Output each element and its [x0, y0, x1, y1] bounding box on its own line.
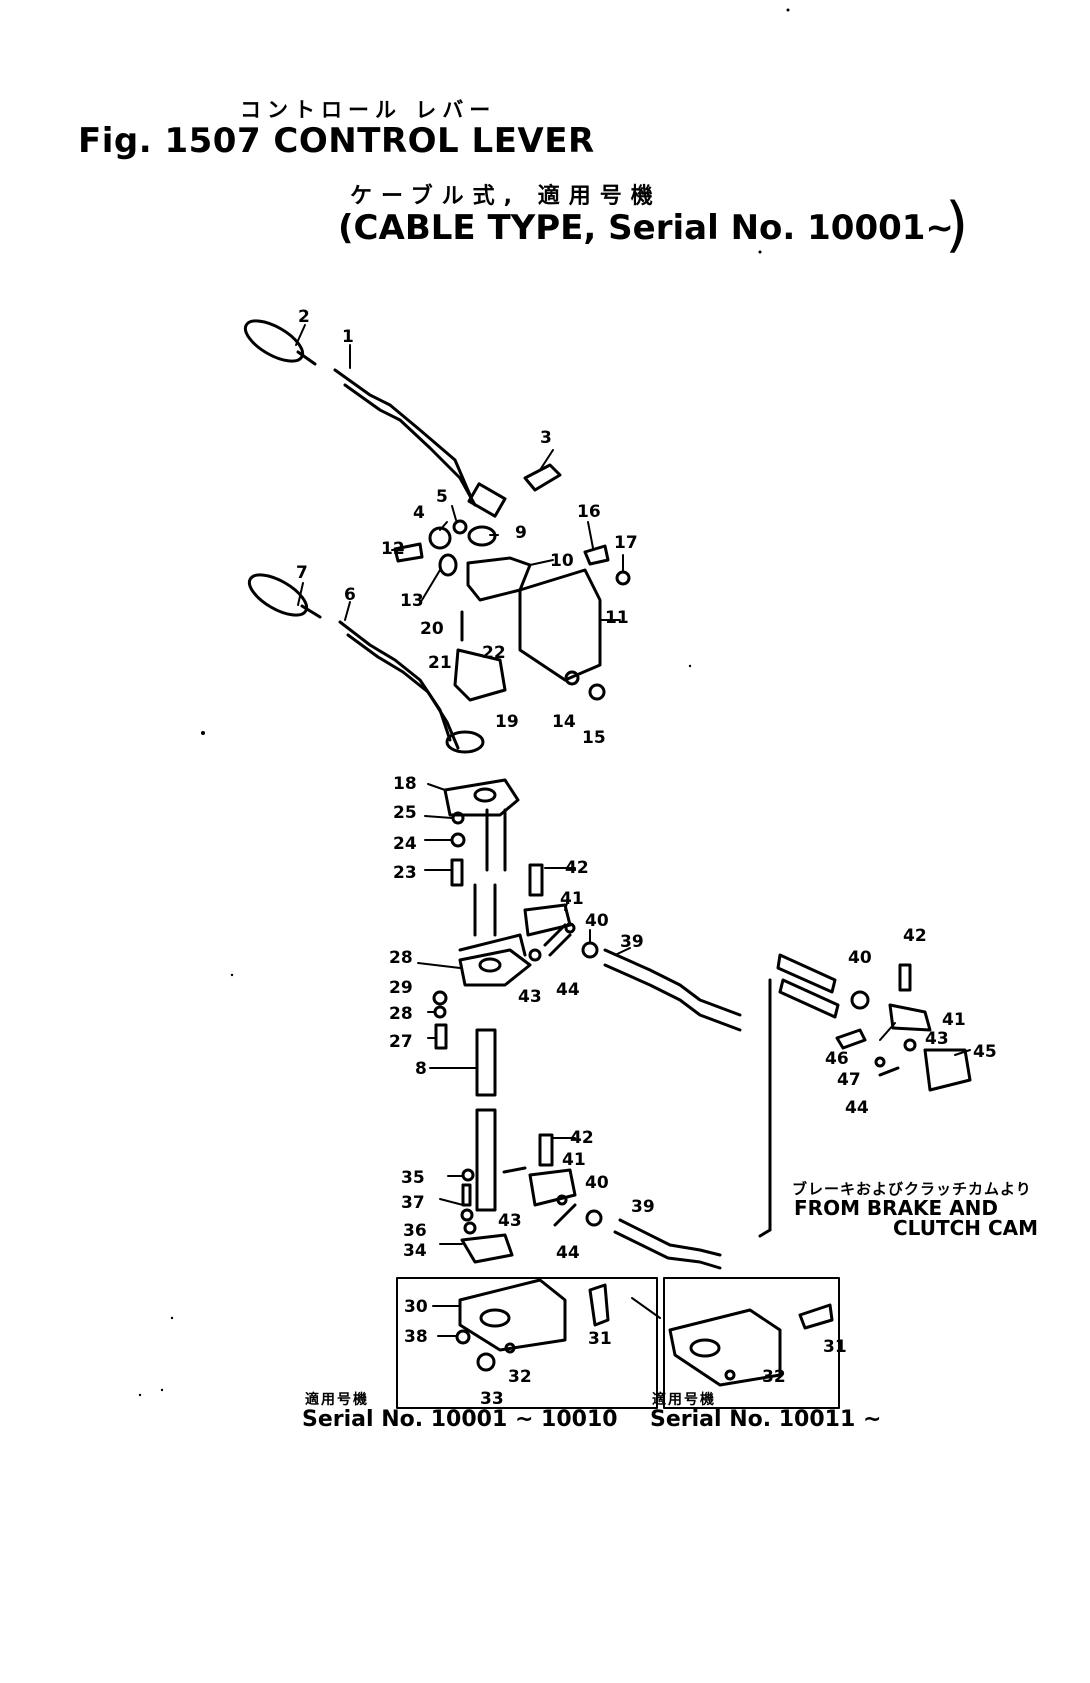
callout-35: 35	[401, 1168, 425, 1188]
callout-11: 11	[605, 608, 629, 628]
callout-12: 12	[381, 539, 405, 559]
callout-43-upper: 43	[518, 987, 542, 1007]
callout-24: 24	[393, 834, 417, 854]
callout-42-right: 42	[903, 926, 927, 946]
callout-42-lower: 42	[570, 1128, 594, 1148]
callout-29: 29	[389, 978, 413, 998]
callout-46: 46	[825, 1049, 849, 1069]
callout-44-right: 44	[845, 1098, 869, 1118]
callout-31: 31	[588, 1329, 612, 1349]
callout-44-lower: 44	[556, 1243, 580, 1263]
callout-41-lower: 41	[562, 1150, 586, 1170]
scan-specks	[138, 8, 790, 1397]
callout-14: 14	[552, 712, 576, 732]
callout-9: 9	[515, 523, 527, 543]
callout-numbers: 2 1 3 5 4 9 12 13 16 17 10 11 7 6 20 21 …	[296, 307, 997, 1409]
callout-20: 20	[420, 619, 444, 639]
callout-34: 34	[403, 1241, 427, 1261]
callout-6: 6	[344, 585, 356, 605]
callout-15: 15	[582, 728, 606, 748]
japanese-title: コントロール レバー	[240, 98, 497, 122]
callout-40-right: 40	[848, 948, 872, 968]
callout-28: 28	[389, 948, 413, 968]
callout-19: 19	[495, 712, 519, 732]
callout-30: 30	[404, 1297, 428, 1317]
callout-8: 8	[415, 1059, 427, 1079]
callout-17: 17	[614, 533, 638, 553]
callout-33: 33	[480, 1389, 504, 1409]
callout-32-right: 32	[762, 1367, 786, 1387]
callout-37: 37	[401, 1193, 425, 1213]
callout-18: 18	[393, 774, 417, 794]
figure-title: Fig. 1507 CONTROL LEVER	[78, 121, 595, 161]
callout-43-lower: 43	[498, 1211, 522, 1231]
callout-40-upper: 40	[585, 911, 609, 931]
callout-28-lower: 28	[389, 1004, 413, 1024]
callout-31-right: 31	[823, 1337, 847, 1357]
serial-box-left-japanese: 適用号機	[305, 1392, 369, 1408]
callout-5: 5	[436, 487, 448, 507]
callout-47: 47	[837, 1070, 861, 1090]
callout-40-lower: 40	[585, 1173, 609, 1193]
callout-13: 13	[400, 591, 424, 611]
callout-32: 32	[508, 1367, 532, 1387]
serial-box-right-japanese: 適用号機	[652, 1392, 716, 1408]
callout-39-lower: 39	[631, 1197, 655, 1217]
callout-41-right: 41	[942, 1010, 966, 1030]
callout-42-upper: 42	[565, 858, 589, 878]
lower-grip-part	[247, 573, 309, 617]
callout-21: 21	[428, 653, 452, 673]
serial-box-left-label: Serial No. 10001 ~ 10010	[302, 1407, 618, 1432]
source-note-line-1: FROM BRAKE AND	[794, 1196, 998, 1220]
callout-43-right: 43	[925, 1029, 949, 1049]
callout-22: 22	[482, 643, 506, 663]
japanese-subtitle: ケーブル式, 適用号機	[350, 184, 662, 209]
upper-grip-part	[243, 319, 305, 363]
callout-16: 16	[577, 502, 601, 522]
callout-39-upper: 39	[620, 932, 644, 952]
callout-41-upper: 41	[560, 889, 584, 909]
source-note-japanese: ブレーキおよびクラッチカムより	[792, 1180, 1032, 1198]
callout-23: 23	[393, 863, 417, 883]
callout-4: 4	[413, 503, 425, 523]
callout-25: 25	[393, 803, 417, 823]
callout-36: 36	[403, 1221, 427, 1241]
callout-2: 2	[298, 307, 310, 327]
callout-38: 38	[404, 1327, 428, 1347]
callout-7: 7	[296, 563, 308, 583]
source-note-line-2: CLUTCH CAM	[893, 1216, 1039, 1240]
serial-box-right-label: Serial No. 10011 ~	[650, 1407, 882, 1432]
callout-27: 27	[389, 1032, 413, 1052]
callout-1: 1	[342, 327, 354, 347]
closing-parenthesis: )	[945, 190, 969, 260]
callout-3: 3	[540, 428, 552, 448]
subtitle-text: CABLE TYPE, Serial No. 10001~	[353, 208, 954, 248]
callout-10: 10	[550, 551, 574, 571]
callout-45: 45	[973, 1042, 997, 1062]
callout-44-upper: 44	[556, 980, 580, 1000]
subtitle: (CABLE TYPE, Serial No. 10001~	[338, 208, 954, 248]
